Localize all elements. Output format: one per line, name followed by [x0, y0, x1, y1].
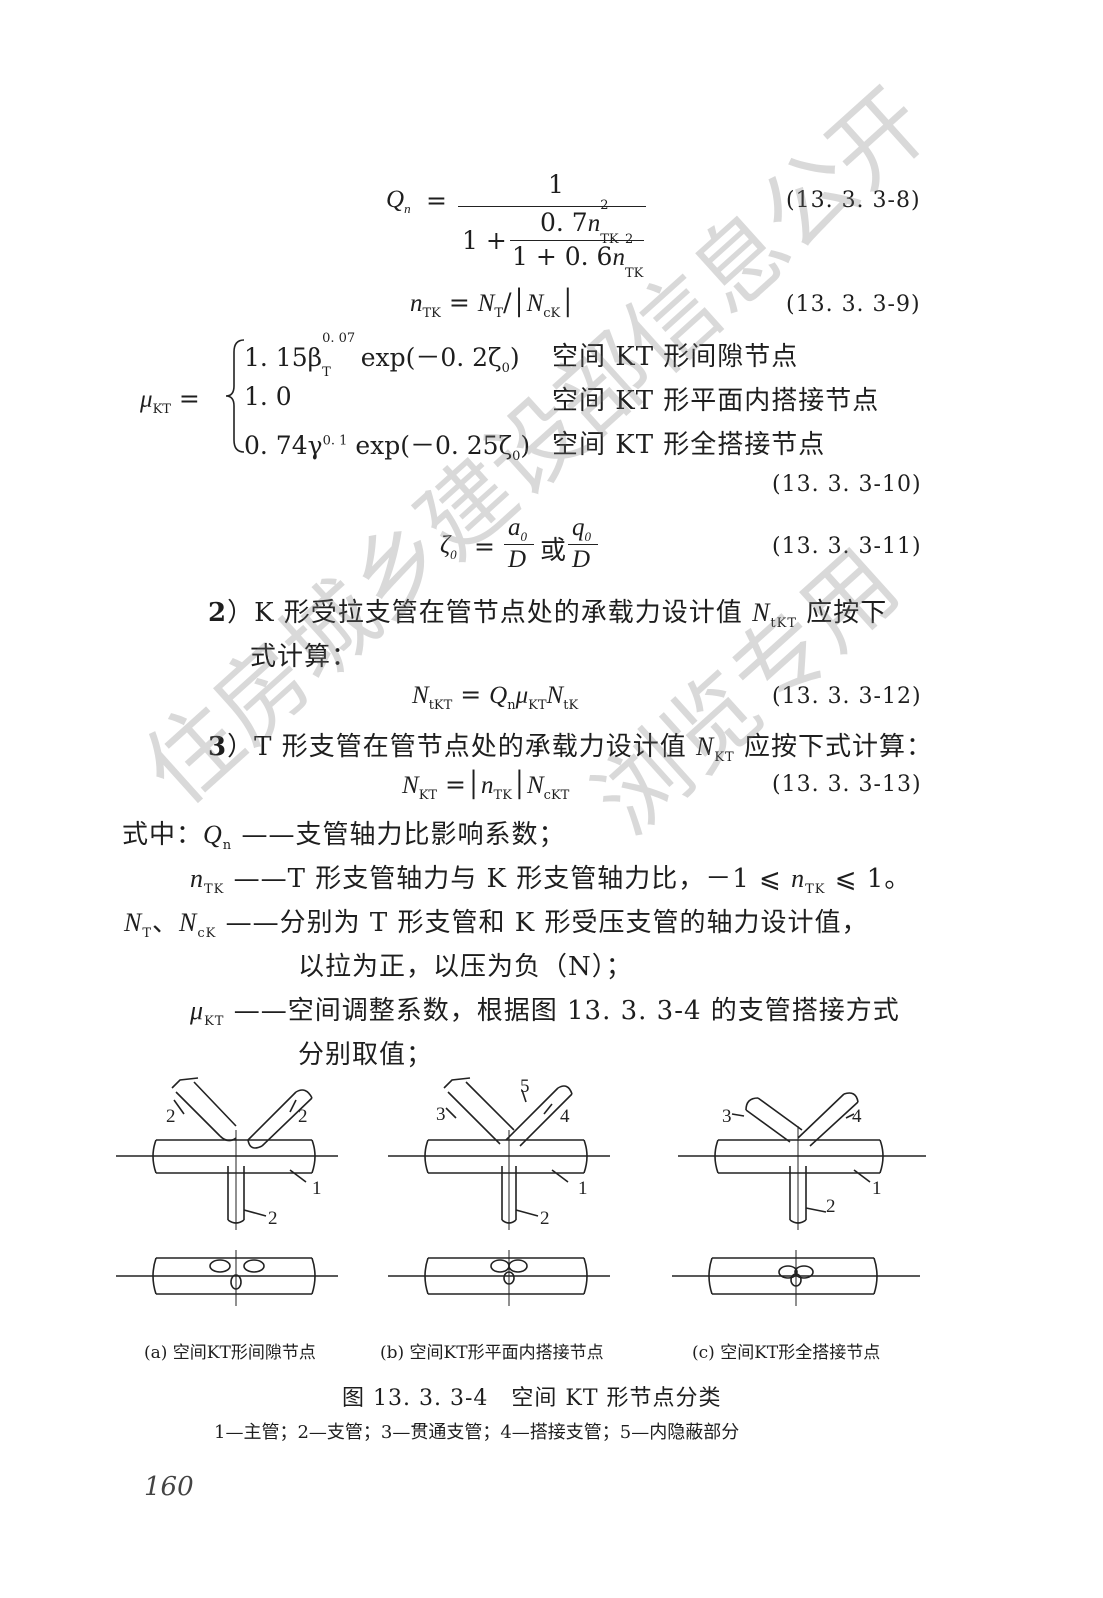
eq8-number: (13. 3. 3-8) [786, 188, 921, 213]
definition-mukt-line2: 分别取值； [298, 1040, 434, 1070]
fig-b-label-hidden: 5 [520, 1076, 530, 1097]
eq10-case2-expr: 1. 0 [244, 382, 292, 411]
eq8-inner-fraction-bar [510, 240, 644, 241]
paragraph-3: 3）T 形支管在管节点处的承载力设计值 NKT 应按下式计算： [208, 732, 933, 766]
fig-b-label-t: 2 [540, 1208, 550, 1229]
eq8-equals: = [426, 186, 447, 215]
eq11-frac1-bar [504, 544, 534, 545]
eq10-number: (13. 3. 3-10) [772, 472, 922, 497]
eq8-main-fraction-bar [458, 206, 646, 207]
fig-a-label-left: 2 [166, 1106, 176, 1127]
eq11-frac2-bar [568, 544, 598, 545]
eq10-brace [225, 339, 245, 453]
figure-a-gap-joint [116, 1077, 338, 1306]
eq8-denominator-prefix: 1 + [462, 226, 507, 255]
fig-a-label-right: 2 [298, 1106, 308, 1127]
eq11-frac2-num: q0 [572, 514, 591, 544]
figure-c-full-overlap-joint [672, 1092, 926, 1306]
eq11-or: 或 [540, 536, 568, 566]
figure-legend: 1—主管；2—支管；3—贯通支管；4—搭接支管；5—内隐蔽部分 [214, 1422, 740, 1443]
paragraph-2-line2: 式计算： [250, 642, 359, 672]
eq11-frac1-den: D [508, 546, 527, 573]
figure-caption-c: (c) 空间KT形全搭接节点 [692, 1343, 881, 1363]
figure-caption-b: (b) 空间KT形平面内搭接节点 [380, 1343, 604, 1363]
figure-title: 图 13. 3. 3-4 空间 KT 形节点分类 [342, 1386, 722, 1411]
page-number: 160 [144, 1472, 194, 1502]
definition-qn: 式中：Qn ——支管轴力比影响系数； [122, 820, 566, 854]
definition-nt-nck-line2: 以拉为正，以压为负（N）； [298, 952, 633, 982]
eq11-frac2-den: D [572, 546, 591, 573]
figure-kt-joints: 2 2 1 2 5 3 4 1 2 3 4 1 2 [116, 1076, 926, 1306]
fig-c-label-overlap: 4 [852, 1106, 862, 1127]
eq10-lhs: μKT = [140, 384, 200, 417]
eq10-case2-text: 空间 KT 形平面内搭接节点 [552, 386, 880, 416]
paragraph-2-line1: 2）K 形受拉支管在管节点处的承载力设计值 NtKT 应按下 [208, 598, 888, 632]
fig-b-label-main: 1 [578, 1178, 588, 1199]
fig-a-label-main: 1 [312, 1178, 322, 1199]
figure-b-overlap-joint [388, 1077, 610, 1306]
eq11-lhs: ζ0 [440, 532, 457, 562]
eq10-case3-expr: 0. 74γ0. 1 exp(－0. 25ζ0) [244, 431, 531, 464]
definition-mukt: μKT ——空间调整系数，根据图 13. 3. 3-4 的支管搭接方式 [190, 996, 900, 1030]
figure-caption-a: (a) 空间KT形间隙节点 [144, 1343, 316, 1363]
eq11-frac1-num: a0 [508, 514, 527, 544]
eq9-number: (13. 3. 3-9) [786, 292, 921, 317]
eq11-number: (13. 3. 3-11) [772, 534, 922, 559]
eq13-expression: NKT =│nTK│NcKT [402, 770, 570, 803]
eq13-number: (13. 3. 3-13) [772, 772, 922, 797]
eq8-lhs: Qn [386, 186, 411, 216]
eq10-case3-text: 空间 KT 形全搭接节点 [552, 430, 826, 460]
fig-c-label-main: 1 [872, 1178, 882, 1199]
fig-c-label-t: 2 [826, 1196, 836, 1217]
eq11-equals: = [474, 532, 495, 561]
eq12-number: (13. 3. 3-12) [772, 684, 922, 709]
eq10-case1-text: 空间 KT 形间隙节点 [552, 342, 799, 372]
fig-c-label-through: 3 [722, 1106, 732, 1127]
eq12-expression: NtKT = QnμKTNtK [412, 680, 579, 713]
eq9-expression: nTK = NT/│NcK│ [410, 288, 576, 321]
eq8-numerator: 1 [548, 170, 564, 199]
definition-nt-nck: NT、NcK ——分别为 T 形支管和 K 形受压支管的轴力设计值， [124, 908, 869, 942]
fig-b-label-overlap: 4 [560, 1106, 570, 1127]
fig-b-label-through: 3 [436, 1104, 446, 1125]
fig-a-label-t: 2 [268, 1208, 278, 1229]
definition-ntk: nTK ——T 形支管轴力与 K 形支管轴力比，－1 ⩽ nTK ⩽ 1。 [190, 864, 912, 898]
